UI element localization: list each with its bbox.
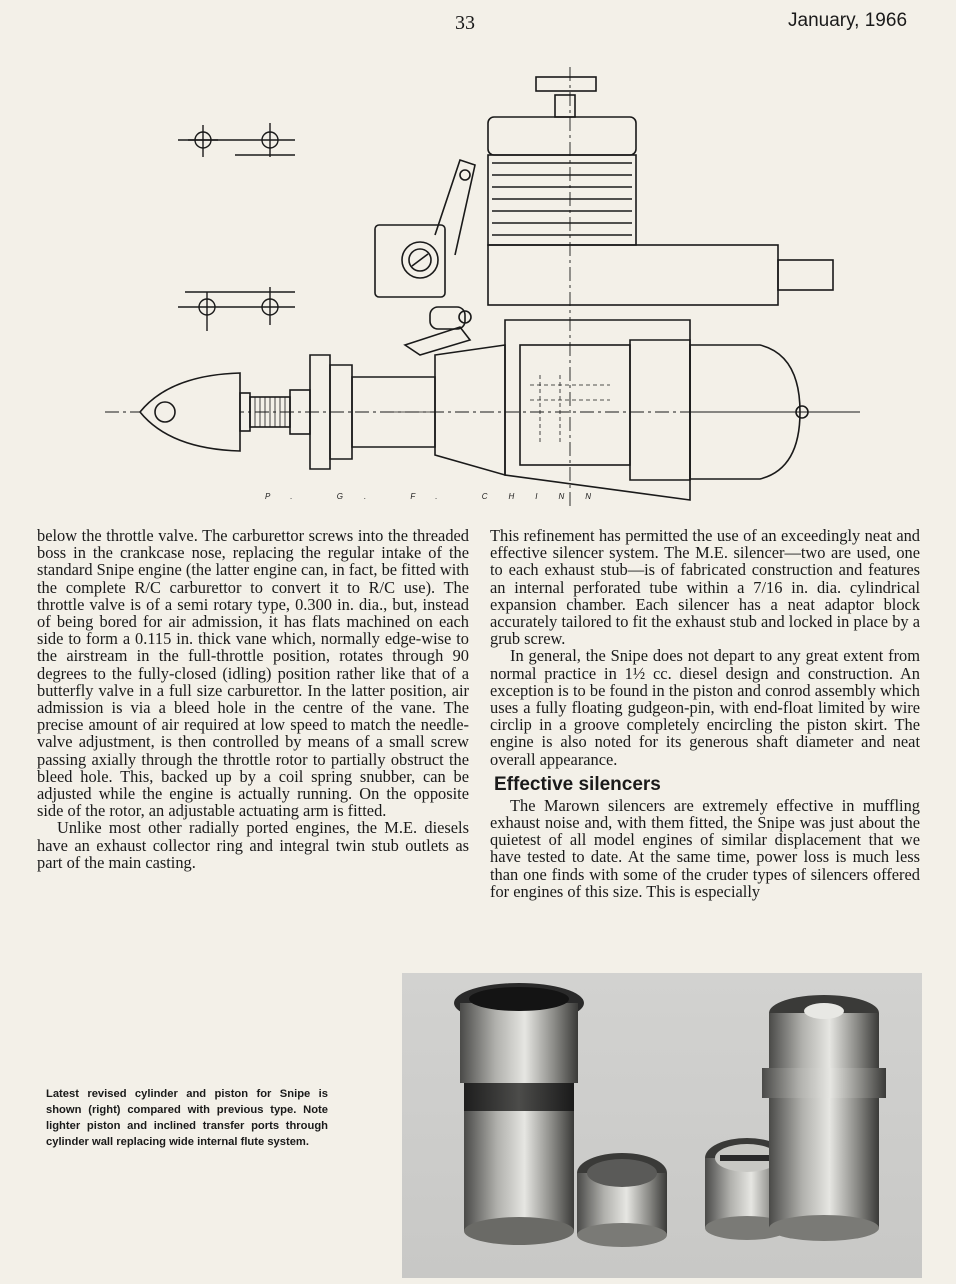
cylinder-head [487,76,637,246]
paragraph: This refinement has permitted the use of… [490,526,920,649]
paragraph: The Marown silencers are extremely effec… [490,795,920,901]
paragraph: In general, the Snipe does not depart to… [490,646,920,769]
paragraph: Unlike most other radially ported engine… [37,818,469,872]
page-number: 33 [455,12,475,34]
paragraph: below the throttle valve. The carburetto… [37,526,469,821]
article-left-column: below the throttle valve. The carburetto… [37,527,469,871]
engine-technical-drawing [105,67,860,510]
article-right-column: This refinement has permitted the use of… [490,527,920,900]
drawing-credit: P. G. F. CHINN [265,492,613,501]
cylinder-piston-photo [402,973,922,1278]
photo-caption: Latest revised cylinder and piston for S… [46,1088,328,1148]
section-heading: Effective silencers [494,773,661,795]
section-marker-upper [178,123,295,157]
issue-date: January, 1966 [788,10,908,31]
section-marker-lower [178,287,295,331]
carburettor [374,158,476,356]
